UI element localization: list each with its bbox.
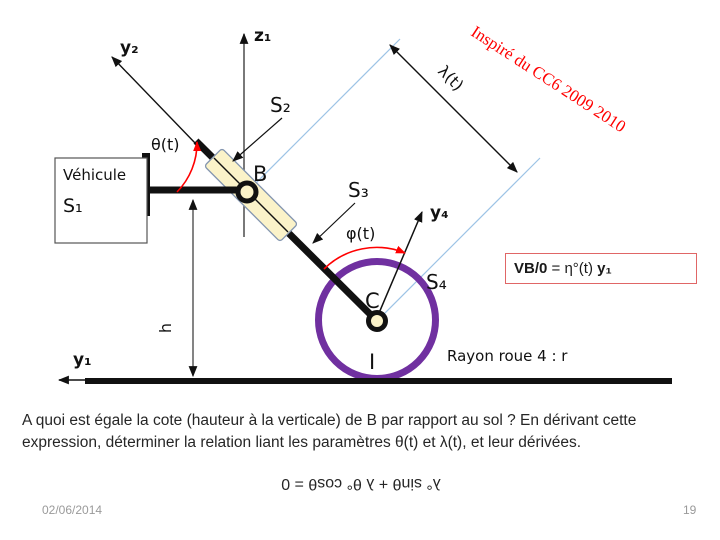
point-b-label: B bbox=[253, 162, 267, 186]
velocity-equation-box: VB/0 = η°(t) y₁ bbox=[505, 253, 697, 284]
wheel-hub-c bbox=[366, 310, 388, 332]
s1-label: S₁ bbox=[63, 195, 83, 217]
y2-axis-label: y₂ bbox=[120, 38, 139, 58]
velocity-rhs: y₁ bbox=[597, 260, 612, 277]
question-line-1: A quoi est égale la cote (hauteur à la v… bbox=[22, 412, 637, 429]
s4-label: S₄ bbox=[426, 270, 447, 294]
vehicle-box bbox=[54, 157, 148, 244]
s2-label: S₂ bbox=[270, 93, 291, 117]
velocity-mid: = η°(t) bbox=[547, 260, 598, 277]
y4-axis-arrow bbox=[378, 210, 423, 314]
wheel-radius-note: Rayon roue 4 : r bbox=[447, 347, 568, 365]
rotated-formula: λ° sinθ + λ θ° cosθ = 0 bbox=[281, 475, 441, 492]
z1-axis-label: z₁ bbox=[254, 26, 271, 46]
vehicle-label: Véhicule bbox=[63, 166, 126, 184]
question-line-2: expression, déterminer la relation liant… bbox=[22, 434, 582, 451]
pivot-b-ring bbox=[235, 180, 259, 204]
theta-param-label: θ(t) bbox=[151, 135, 180, 154]
lambda-dimension-arrow bbox=[389, 44, 518, 173]
h-param-label: h bbox=[156, 323, 175, 333]
phi-param-label: φ(t) bbox=[346, 224, 375, 243]
point-c-label: C bbox=[365, 289, 380, 313]
y4-axis-label: y₄ bbox=[430, 203, 449, 223]
footer-page-number: 19 bbox=[683, 503, 697, 517]
s3-leader-arrow bbox=[312, 202, 356, 244]
witness-line-through-B bbox=[246, 38, 401, 193]
footer-date: 02/06/2014 bbox=[42, 503, 103, 517]
witness-line-through-C bbox=[376, 157, 541, 322]
y2-axis-arrow bbox=[111, 56, 197, 145]
s2-leader-arrow bbox=[232, 117, 283, 162]
phi-angle-arc bbox=[323, 245, 406, 270]
velocity-lhs: VB/0 bbox=[514, 260, 548, 277]
lambda-param-label: λ(t) bbox=[434, 61, 467, 94]
y1-axis-label: y₁ bbox=[73, 350, 92, 370]
question-text: A quoi est égale la cote (hauteur à la v… bbox=[22, 410, 712, 454]
s3-label: S₃ bbox=[348, 178, 369, 202]
theta-angle-arc bbox=[176, 141, 202, 193]
point-i-label: I bbox=[369, 350, 375, 374]
